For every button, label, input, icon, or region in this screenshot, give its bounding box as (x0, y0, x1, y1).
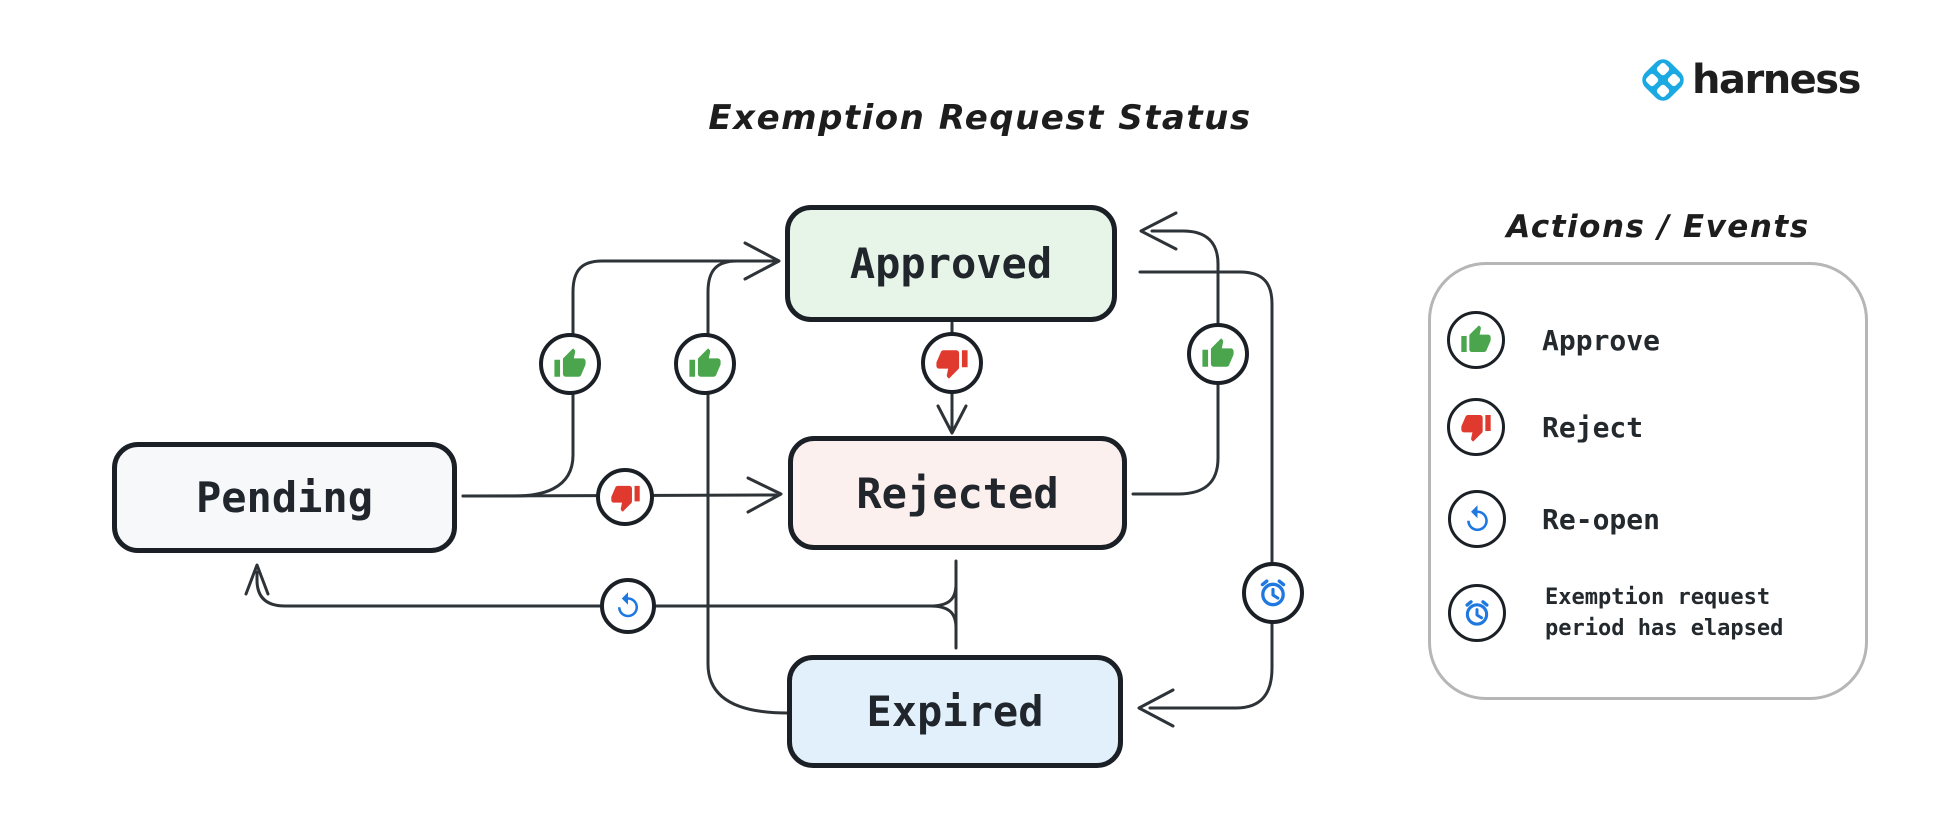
edge-approved-rejected-arrowhead (936, 404, 968, 435)
logo-text: harness (1692, 57, 1861, 103)
legend-approve-badge (1447, 311, 1505, 369)
badge-approve-expired-approved (674, 333, 736, 395)
badge-reject-approved-rejected (921, 332, 983, 394)
alarm-icon (1260, 579, 1286, 607)
harness-diamond-icon (1642, 59, 1684, 101)
badge-approve-rejected-approved (1187, 323, 1249, 385)
edge-pending-rejected-arrowhead (746, 476, 783, 514)
state-expired-label: Expired (866, 687, 1044, 736)
legend-reopen-badge (1448, 490, 1506, 548)
state-approved-label: Approved (849, 239, 1053, 288)
thumbs-up-icon (689, 348, 721, 377)
thumbs-up-icon (554, 348, 586, 377)
thumbs-up-icon (1461, 325, 1491, 352)
badge-approve-pending-approved (539, 333, 601, 395)
thumbs-up-icon (1202, 338, 1234, 367)
badge-reject-pending-rejected (596, 468, 654, 526)
state-expired: Expired (787, 655, 1123, 768)
legend-elapsed-label: Exemption request period has elapsed (1545, 585, 1784, 641)
edge-rejected-approved (1131, 229, 1220, 496)
edge-pending-approved-arrowhead (743, 241, 781, 281)
legend-reopen-label: Re-open (1542, 502, 1661, 536)
state-approved: Approved (785, 205, 1117, 322)
reopen-icon (1466, 504, 1488, 531)
edge-rejected-pending-arrowhead (244, 563, 270, 596)
legend-reject-badge (1447, 398, 1505, 456)
edge-approved-expired-arrowhead (1137, 688, 1175, 728)
state-pending: Pending (112, 442, 457, 553)
harness-logo: harness (1638, 52, 1861, 108)
badge-elapsed-approved-expired (1242, 562, 1304, 624)
thumbs-down-icon (1461, 415, 1491, 442)
state-pending-label: Pending (195, 473, 373, 522)
edge-rejected-pending (255, 570, 958, 608)
legend-title: Actions / Events (1506, 209, 1810, 245)
alarm-icon (1465, 600, 1489, 626)
edge-expired-approved (706, 259, 789, 715)
state-rejected-label: Rejected (856, 468, 1059, 518)
thumbs-down-icon (936, 350, 968, 379)
reopen-icon (618, 592, 638, 618)
edge-approved-expired (1138, 270, 1274, 710)
legend-elapsed-badge (1448, 584, 1506, 642)
badge-reopen-rejected-pending (600, 578, 656, 634)
legend-approve-label: Approve (1542, 323, 1661, 357)
diagram-title: Exemption Request Status (708, 98, 1252, 138)
edge-rejected-approved-arrowhead (1139, 211, 1178, 251)
state-rejected: Rejected (788, 436, 1127, 550)
edge-rejected-pending-junction (928, 604, 958, 630)
legend-reject-label: Reject (1542, 410, 1644, 444)
thumbs-down-icon (610, 485, 640, 512)
